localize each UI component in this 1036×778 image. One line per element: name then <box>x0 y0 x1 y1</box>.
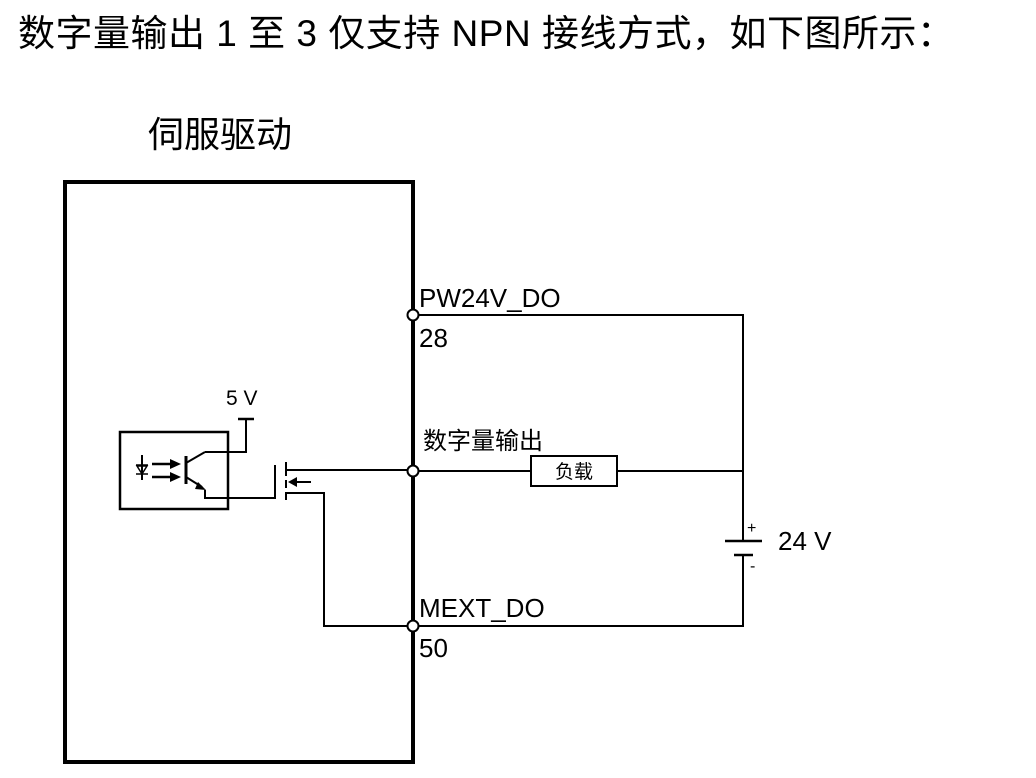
light-arrows-icon <box>152 459 181 482</box>
terminal-do-signal: 数字量输出 <box>423 428 543 455</box>
load-resistor: 负载 <box>530 455 618 487</box>
servo-drive-box <box>63 180 415 764</box>
led-icon <box>135 455 149 480</box>
mosfet-icon <box>285 462 413 627</box>
terminal-digital-output <box>406 464 420 478</box>
external-wiring <box>413 314 744 627</box>
terminal-50-pin: 50 <box>419 633 448 663</box>
terminal-50 <box>406 619 420 633</box>
caption-text: 数字量输出 1 至 3 仅支持 NPN 接线方式，如下图所示： <box>18 13 955 54</box>
terminal-28 <box>406 308 420 322</box>
terminal-28-signal: PW24V_DO <box>419 283 561 313</box>
collector-wire <box>205 419 247 453</box>
supply-voltage-label: 24 V <box>778 526 832 556</box>
optocoupler-box <box>118 430 230 511</box>
battery-icon: + - 24 V <box>725 520 832 575</box>
device-title: 伺服驱动 <box>148 114 292 155</box>
load-label: 负载 <box>555 461 593 483</box>
supply-minus-label: - <box>750 558 755 575</box>
phototransistor-icon <box>184 451 206 490</box>
terminal-28-pin: 28 <box>419 323 448 353</box>
supply-plus-label: + <box>747 520 756 537</box>
terminal-50-signal: MEXT_DO <box>419 593 545 623</box>
internal-supply-label: 5 V <box>226 387 258 410</box>
gate-wire <box>204 465 276 499</box>
optocoupler <box>118 430 230 511</box>
